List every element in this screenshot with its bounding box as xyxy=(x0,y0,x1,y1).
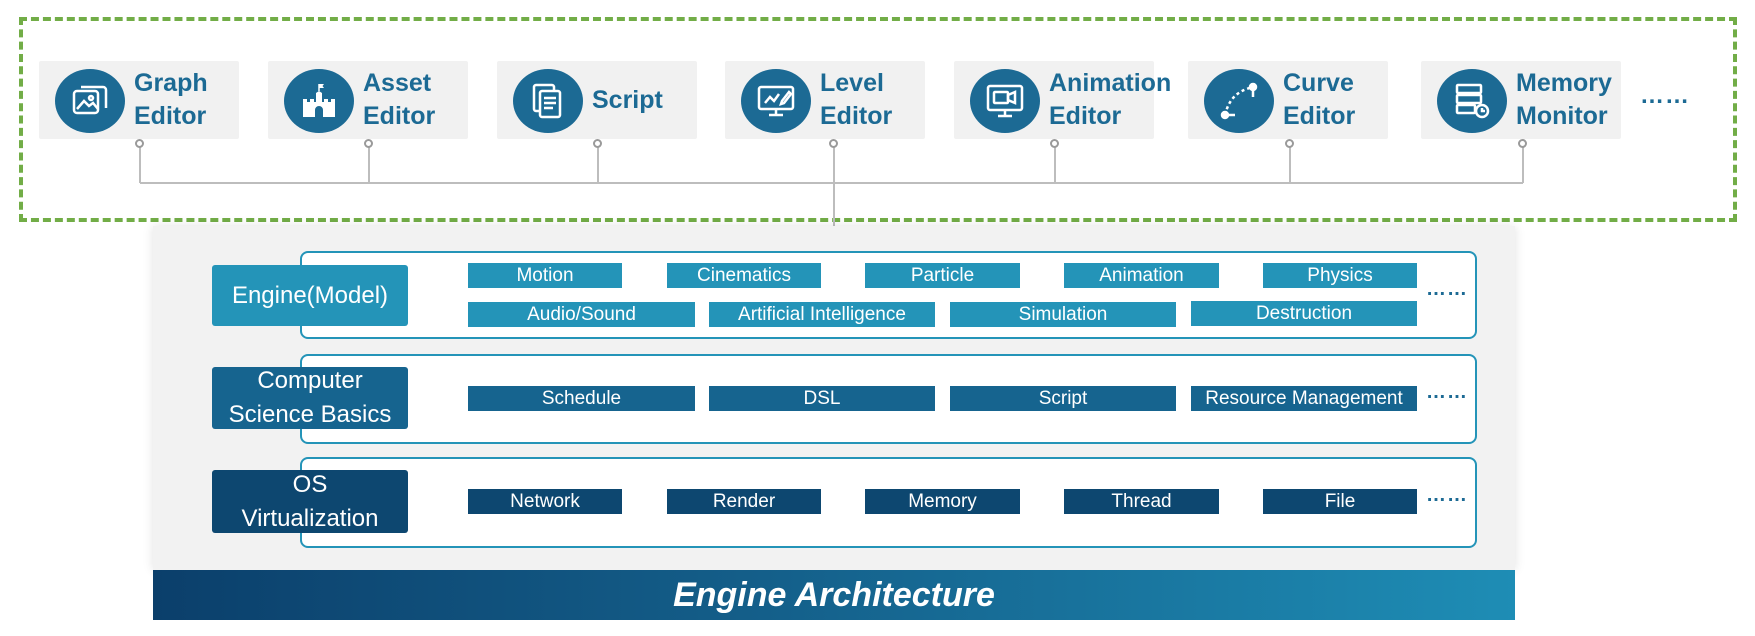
tool-label: Asset Editor xyxy=(363,69,436,130)
monitor-video-icon xyxy=(970,69,1040,133)
os-layer-label: OS Virtualization xyxy=(212,470,408,533)
connector-dot xyxy=(364,139,373,148)
image-gallery-icon xyxy=(55,69,125,133)
tool-animation-editor[interactable]: Animation Editor xyxy=(954,61,1172,139)
module-schedule: Schedule xyxy=(468,386,695,411)
tool-label: Level Editor xyxy=(820,69,893,130)
connector-drop xyxy=(597,146,599,183)
connector-dot xyxy=(1285,139,1294,148)
cs-layer-label: Computer Science Basics xyxy=(212,367,408,429)
module-animation: Animation xyxy=(1064,263,1219,288)
castle-icon xyxy=(284,69,354,133)
server-clock-icon xyxy=(1437,69,1507,133)
module-network: Network xyxy=(468,489,622,514)
tools-more-ellipsis: …… xyxy=(1640,82,1690,109)
module-file: File xyxy=(1263,489,1417,514)
document-stack-icon xyxy=(513,69,583,133)
tool-label: Memory Monitor xyxy=(1516,69,1612,130)
module-motion: Motion xyxy=(468,263,622,288)
tool-label: Curve Editor xyxy=(1283,69,1356,130)
module-dsl: DSL xyxy=(709,386,935,411)
module-audio-sound: Audio/Sound xyxy=(468,302,695,327)
connector-drop xyxy=(833,146,835,183)
tool-curve-editor[interactable]: Curve Editor xyxy=(1188,61,1388,139)
module-resource-management: Resource Management xyxy=(1191,386,1417,411)
tool-label: Script xyxy=(592,85,663,114)
module-artificial-intelligence: Artificial Intelligence xyxy=(709,302,935,327)
connector-dot xyxy=(1518,139,1527,148)
module-script: Script xyxy=(950,386,1176,411)
module-cinematics: Cinematics xyxy=(667,263,821,288)
connector-dot xyxy=(1050,139,1059,148)
tool-graph-editor[interactable]: Graph Editor xyxy=(39,61,239,139)
module-particle: Particle xyxy=(865,263,1020,288)
tool-label: Animation Editor xyxy=(1049,69,1172,130)
architecture-title: Engine Architecture xyxy=(153,570,1515,620)
tool-script[interactable]: Script xyxy=(497,61,697,139)
connector-bus xyxy=(140,182,1523,184)
bezier-curve-icon xyxy=(1204,69,1274,133)
connector-dot xyxy=(829,139,838,148)
engine-layer-label: Engine(Model) xyxy=(212,265,408,326)
tool-asset-editor[interactable]: Asset Editor xyxy=(268,61,468,139)
tools-frame xyxy=(19,17,1737,222)
module-physics: Physics xyxy=(1263,263,1417,288)
module-simulation: Simulation xyxy=(950,302,1176,327)
connector-drop xyxy=(1054,146,1056,183)
os-more-ellipsis: …… xyxy=(1426,484,1468,506)
connector-trunk xyxy=(833,182,835,226)
module-thread: Thread xyxy=(1064,489,1219,514)
tool-memory-monitor[interactable]: Memory Monitor xyxy=(1421,61,1621,139)
connector-dot xyxy=(135,139,144,148)
module-render: Render xyxy=(667,489,821,514)
engine-more-ellipsis: …… xyxy=(1426,278,1468,300)
tool-label: Graph Editor xyxy=(134,69,208,130)
connector-drop xyxy=(368,146,370,183)
monitor-drawing-icon xyxy=(741,69,811,133)
connector-drop xyxy=(139,146,141,183)
connector-drop xyxy=(1522,146,1524,183)
module-memory: Memory xyxy=(865,489,1020,514)
connector-dot xyxy=(593,139,602,148)
connector-drop xyxy=(1289,146,1291,183)
tool-level-editor[interactable]: Level Editor xyxy=(725,61,925,139)
module-destruction: Destruction xyxy=(1191,301,1417,326)
cs-more-ellipsis: …… xyxy=(1426,381,1468,403)
